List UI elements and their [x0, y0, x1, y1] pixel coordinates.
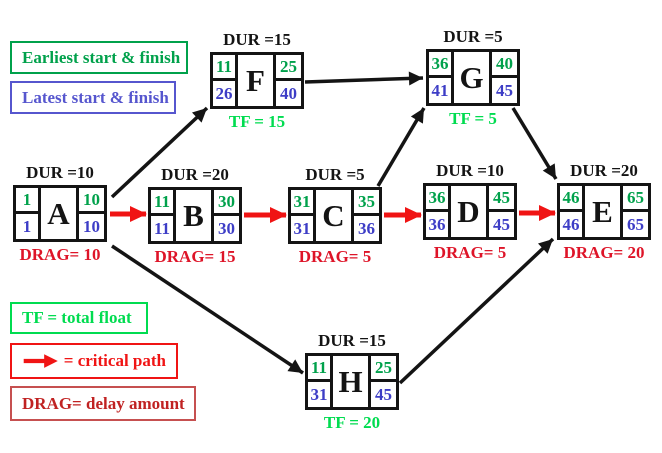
early-start-value: 11	[151, 190, 176, 216]
edge-c-g	[376, 107, 426, 187]
activity-letter: C	[316, 190, 354, 241]
total-float-label: TF = 15	[228, 112, 286, 131]
early-finish-value: 10	[79, 188, 104, 214]
duration-label: DUR =10	[26, 163, 94, 182]
node-box: 36 G 40 41 45	[426, 49, 520, 106]
legend-drag: DRAG= delay amount	[10, 386, 196, 421]
early-finish-value: 65	[623, 186, 648, 212]
drag-label: DRAG= 10	[19, 245, 101, 264]
late-start-value: 31	[308, 381, 333, 407]
activity-letter: G	[454, 52, 492, 103]
late-finish-value: 36	[358, 218, 375, 238]
early-finish-value: 45	[489, 186, 514, 212]
duration-label: DUR =5	[305, 165, 365, 184]
activity-letter: E	[585, 186, 623, 237]
early-finish-value: 25	[371, 356, 396, 382]
early-finish-value: 40	[492, 52, 517, 78]
late-finish-value: 10	[83, 216, 100, 236]
node-box: 11 F 25 26 40	[210, 52, 304, 109]
late-start-value: 36	[426, 211, 451, 237]
late-start-value: 41	[429, 77, 454, 103]
drag-label: DRAG= 20	[563, 243, 645, 262]
legend-latest-start-finish: Latest start & finish	[10, 81, 176, 114]
critical-path-arrow-icon	[23, 354, 58, 368]
late-finish-value: 30	[218, 218, 235, 238]
duration-label: DUR =10	[436, 161, 504, 180]
early-start-value: 46	[560, 186, 585, 212]
duration-label: DUR =5	[443, 27, 503, 46]
activity-letter: D	[451, 186, 489, 237]
late-start-value: 1	[16, 213, 41, 239]
drag-label: DRAG= 5	[433, 243, 507, 262]
late-finish-value: 45	[375, 384, 392, 404]
drag-label: DRAG= 15	[154, 247, 236, 266]
duration-label: DUR =15	[223, 30, 291, 49]
activity-node-f: DUR =15 11 F 25 26 40 TF = 15	[210, 30, 304, 131]
late-finish-value: 40	[280, 83, 297, 103]
node-box: 31 C 35 31 36	[288, 187, 382, 244]
early-start-value: 1	[16, 188, 41, 214]
legend-critical-label: = critical path	[63, 351, 166, 370]
drag-label: DRAG= 5	[298, 247, 372, 266]
duration-label: DUR =20	[161, 165, 229, 184]
legend-total-float: TF = total float	[10, 302, 148, 334]
late-finish-value: 45	[496, 80, 513, 100]
activity-node-e: DUR =20 46 E 65 46 65 DRAG= 20	[557, 161, 651, 262]
early-start-value: 11	[213, 55, 238, 81]
activity-node-g: DUR =5 36 G 40 41 45 TF = 5	[426, 27, 520, 128]
node-box: 11 H 25 31 45	[305, 353, 399, 410]
node-box: 36 D 45 36 45	[423, 183, 517, 240]
activity-letter: F	[238, 55, 276, 106]
late-finish-value: 65	[627, 214, 644, 234]
total-float-label: TF = 5	[449, 109, 497, 128]
legend-critical-path: = critical path	[10, 343, 178, 379]
edge-f-g	[304, 71, 424, 86]
node-box: 11 B 30 11 30	[148, 187, 242, 244]
activity-node-d: DUR =10 36 D 45 36 45 DRAG= 5	[423, 161, 517, 262]
legend-earliest-start-finish: Earliest start & finish	[10, 41, 188, 74]
early-finish-value: 35	[354, 190, 379, 216]
early-start-value: 36	[426, 186, 451, 212]
late-start-value: 26	[213, 80, 238, 106]
late-start-value: 46	[560, 211, 585, 237]
legend-latest-label: Latest start & finish	[22, 87, 169, 107]
legend-tf-label: TF = total float	[22, 308, 132, 327]
activity-node-a: DUR =10 1 A 10 1 10 DRAG= 10	[13, 163, 107, 264]
activity-node-h: DUR =15 11 H 25 31 45 TF = 20	[305, 331, 399, 432]
late-start-value: 11	[151, 215, 176, 241]
early-start-value: 11	[308, 356, 333, 382]
early-finish-value: 25	[276, 55, 301, 81]
duration-label: DUR =15	[318, 331, 386, 350]
early-start-value: 31	[291, 190, 316, 216]
node-box: 46 E 65 46 65	[557, 183, 651, 240]
node-box: 1 A 10 1 10	[13, 185, 107, 242]
activity-letter: B	[176, 190, 214, 241]
late-finish-value: 45	[493, 214, 510, 234]
legend-earliest-label: Earliest start & finish	[22, 47, 181, 67]
late-start-value: 31	[291, 215, 316, 241]
activity-node-c: DUR =5 31 C 35 31 36 DRAG= 5	[288, 165, 382, 266]
activity-node-b: DUR =20 11 B 30 11 30 DRAG= 15	[148, 165, 242, 266]
edge-g-e	[511, 107, 558, 180]
legend-drag-label: DRAG= delay amount	[22, 393, 185, 413]
activity-letter: H	[333, 356, 371, 407]
total-float-label: TF = 20	[323, 413, 381, 432]
early-finish-value: 30	[214, 190, 239, 216]
early-start-value: 36	[429, 52, 454, 78]
duration-label: DUR =20	[570, 161, 638, 180]
activity-letter: A	[41, 188, 79, 239]
